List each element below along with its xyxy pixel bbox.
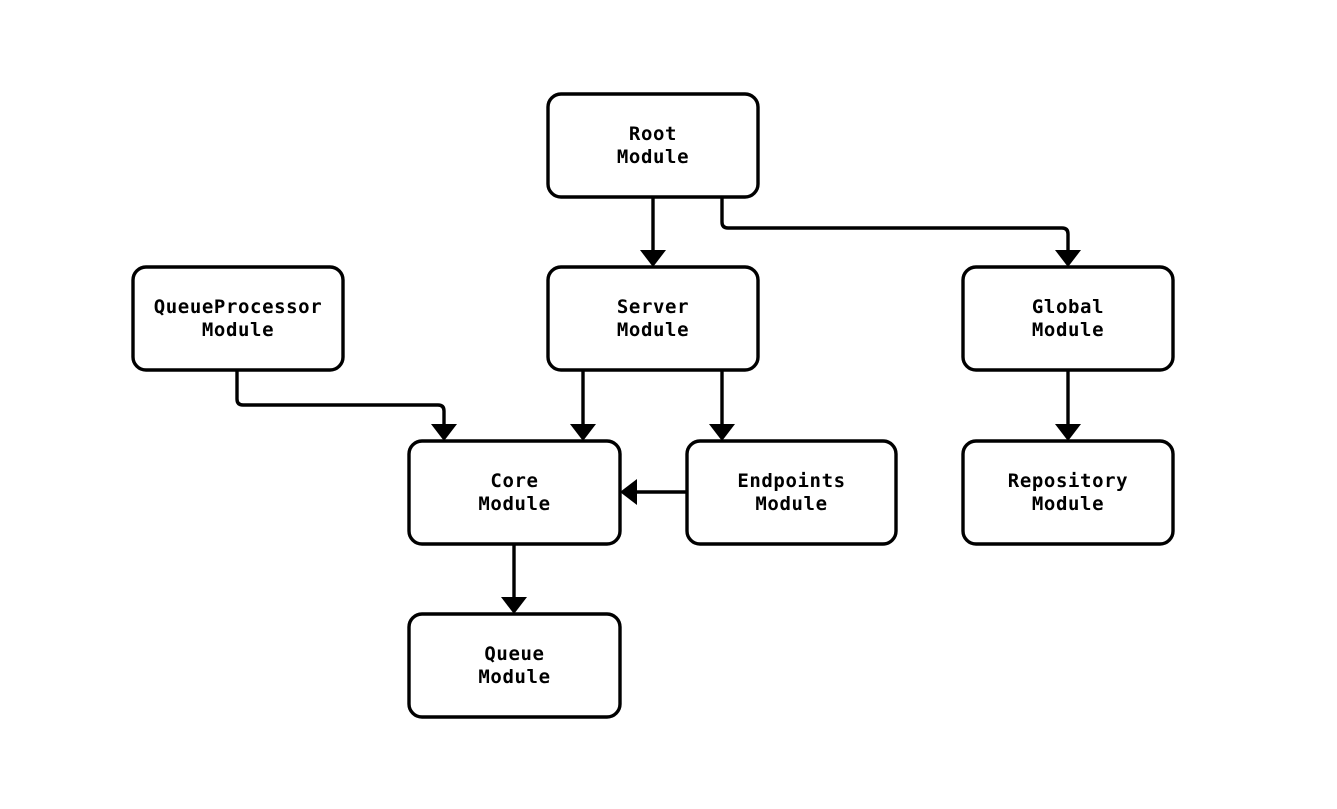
node-label-line2-repository: Module [1032,493,1104,515]
node-box-root[interactable] [546,92,760,199]
node-label-line1-queueprocessor: QueueProcessor [154,296,323,318]
edge-queueprocessor-to-core [235,370,457,441]
node-label-line1-server: Server [617,296,689,318]
node-box-global[interactable] [961,265,1175,372]
node-box-queueprocessor[interactable] [131,265,345,372]
edges-layer [235,197,1081,614]
node-box-repository[interactable] [961,439,1175,546]
node-label-line2-queue: Module [478,666,550,688]
edge-server-to-core [570,370,596,441]
edge-global-to-repository [1055,370,1081,441]
arrow-head-icon [431,424,457,441]
edge-line [235,370,446,429]
node-label-line2-global: Module [1032,319,1104,341]
node-box-server[interactable] [546,265,760,372]
arrow-head-icon [501,597,527,614]
node-label-line2-root: Module [617,146,689,168]
edge-server-to-endpoints [709,370,735,441]
nodes-layer: RootModuleQueueProcessorModuleServerModu… [131,92,1175,719]
arrow-head-icon [1055,424,1081,441]
node-label-line1-endpoints: Endpoints [737,470,845,492]
node-label-line1-queue: Queue [484,643,544,665]
node-label-line2-core: Module [478,493,550,515]
node-box-queue[interactable] [407,612,622,719]
edge-root-to-global [720,197,1081,267]
node-label-line1-global: Global [1032,296,1104,318]
node-box-endpoints[interactable] [685,439,898,546]
node-label-line2-endpoints: Module [755,493,827,515]
node-label-line2-queueprocessor: Module [202,319,274,341]
arrow-head-icon [640,250,666,267]
arrow-head-icon [1055,250,1081,267]
node-label-line1-root: Root [629,123,677,145]
node-box-core[interactable] [407,439,622,546]
edge-line [720,197,1070,255]
arrow-head-icon [570,424,596,441]
edge-root-to-server [640,197,666,267]
edge-endpoints-to-core [620,479,687,505]
node-label-line1-core: Core [490,470,538,492]
arrow-head-icon [620,479,637,505]
node-label-line2-server: Module [617,319,689,341]
arrow-head-icon [709,424,735,441]
node-label-line1-repository: Repository [1008,470,1128,492]
edge-core-to-queue [501,544,527,614]
